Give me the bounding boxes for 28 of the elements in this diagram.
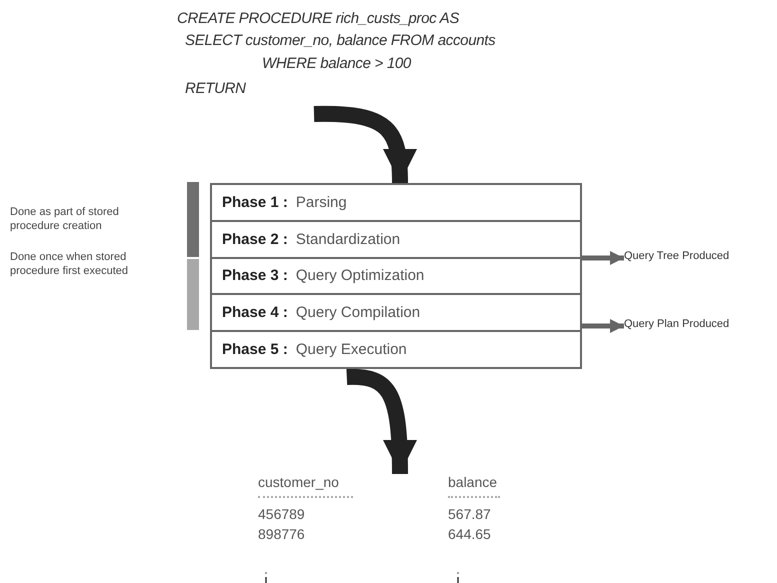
phase-number: Phase 4 :	[222, 304, 288, 322]
phase-number: Phase 1 :	[222, 194, 288, 211]
phase-number: Phase 3 :	[222, 267, 288, 284]
code-line: RETURN	[185, 80, 246, 97]
table-value: 644.65	[448, 526, 492, 542]
phase-name: Query Compilation	[296, 304, 420, 322]
side-note: Done as part of stored procedure creation	[10, 205, 120, 233]
output-note: Query Tree Produced	[624, 250, 730, 262]
phase-number: Phase 2 :	[222, 230, 288, 248]
phase-name: Query Optimization	[296, 267, 424, 284]
phase-name: Parsing	[296, 194, 347, 211]
column-header: balance	[448, 474, 498, 490]
code-line: WHERE balance > 100	[262, 55, 411, 72]
phase-name: Standardization	[296, 230, 400, 248]
table-value: 898776	[258, 526, 306, 542]
column-header: customer_no	[258, 474, 340, 490]
code-line: SELECT customer_no, balance FROM accounts	[185, 32, 496, 49]
phase-name: Query Execution	[296, 341, 407, 358]
arrow	[582, 319, 624, 333]
output-note: Query Plan Produced	[624, 318, 730, 330]
phase-number: Phase 5 :	[222, 341, 288, 358]
arrow	[314, 106, 416, 184]
table-value: 456789	[258, 506, 306, 522]
table-value: 567.87	[448, 506, 492, 522]
side-note: Done once when stored procedure first executed	[10, 250, 130, 278]
code-line: CREATE PROCEDURE rich_custs_proc AS	[177, 10, 460, 27]
arrow	[582, 251, 624, 265]
phase-table	[210, 183, 582, 369]
